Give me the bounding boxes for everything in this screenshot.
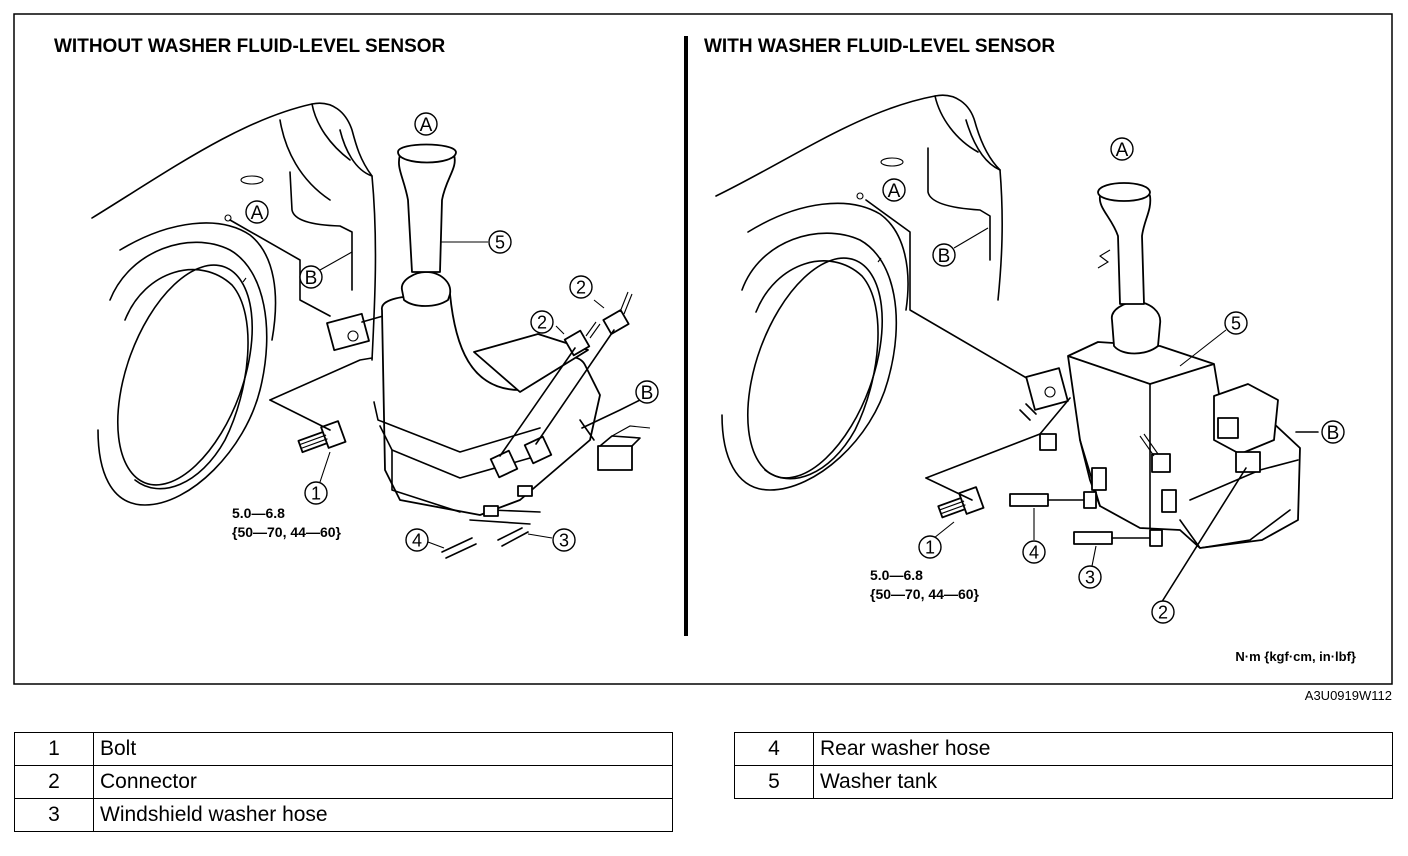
- torque-units: N·m {kgf·cm, in·lbf}: [1235, 649, 1356, 664]
- torque-left-line1: 5.0—6.8: [232, 505, 285, 521]
- callout-a-right-small: [882, 178, 906, 203]
- callout-3-left: [552, 528, 576, 552]
- legend-number: 3: [14, 798, 94, 832]
- table-row: 3 Windshield washer hose: [14, 798, 673, 832]
- right-panel-illustration: [715, 94, 1319, 609]
- callout-5-left: [488, 230, 512, 254]
- torque-right-line1: 5.0—6.8: [870, 567, 923, 583]
- figure-id: A3U0919W112: [1305, 688, 1392, 703]
- callout-2-left-b: [530, 310, 554, 334]
- torque-right-line2: {50—70, 44—60}: [870, 586, 980, 602]
- callout-b-left: [635, 380, 659, 405]
- legend-label: Bolt: [93, 732, 673, 766]
- callout-b-right-small: [932, 243, 956, 268]
- callout-2-left-a: [569, 275, 593, 299]
- legend-label: Washer tank: [813, 765, 1393, 799]
- left-panel-illustration: [91, 102, 651, 559]
- callout-a-left-top: [414, 112, 438, 137]
- diagram-frame: [13, 13, 1393, 685]
- table-row: 5 Washer tank: [734, 765, 1393, 799]
- legend-label: Rear washer hose: [813, 732, 1393, 766]
- right-panel-title: WITH WASHER FLUID-LEVEL SENSOR: [704, 36, 1055, 57]
- left-panel-title: WITHOUT WASHER FLUID-LEVEL SENSOR: [54, 36, 446, 57]
- callout-2-right: [1151, 600, 1175, 624]
- legend-table-left: 1 Bolt 2 Connector 3 Windshield washer h…: [14, 732, 673, 832]
- legend-label: Windshield washer hose: [93, 798, 673, 832]
- callout-3-right: [1078, 565, 1102, 589]
- table-row: 4 Rear washer hose: [734, 732, 1393, 766]
- callout-1-right: [918, 535, 942, 559]
- callout-4-left: [405, 528, 429, 552]
- legend-table-right: 4 Rear washer hose 5 Washer tank: [734, 732, 1393, 799]
- callout-1-left: [304, 481, 328, 505]
- table-row: 1 Bolt: [14, 732, 673, 766]
- callout-4-right: [1022, 540, 1046, 564]
- table-row: 2 Connector: [14, 765, 673, 799]
- callout-5-right: [1224, 311, 1248, 335]
- callout-a-right-top: [1110, 137, 1134, 162]
- torque-left-line2: {50—70, 44—60}: [232, 524, 342, 540]
- callout-b-left-small: [299, 265, 323, 290]
- legend-number: 1: [14, 732, 94, 766]
- legend-number: 4: [734, 732, 814, 766]
- legend-number: 2: [14, 765, 94, 799]
- legend-number: 5: [734, 765, 814, 799]
- callout-a-left-small: [245, 200, 269, 225]
- callout-b-right: [1321, 420, 1345, 445]
- legend-label: Connector: [93, 765, 673, 799]
